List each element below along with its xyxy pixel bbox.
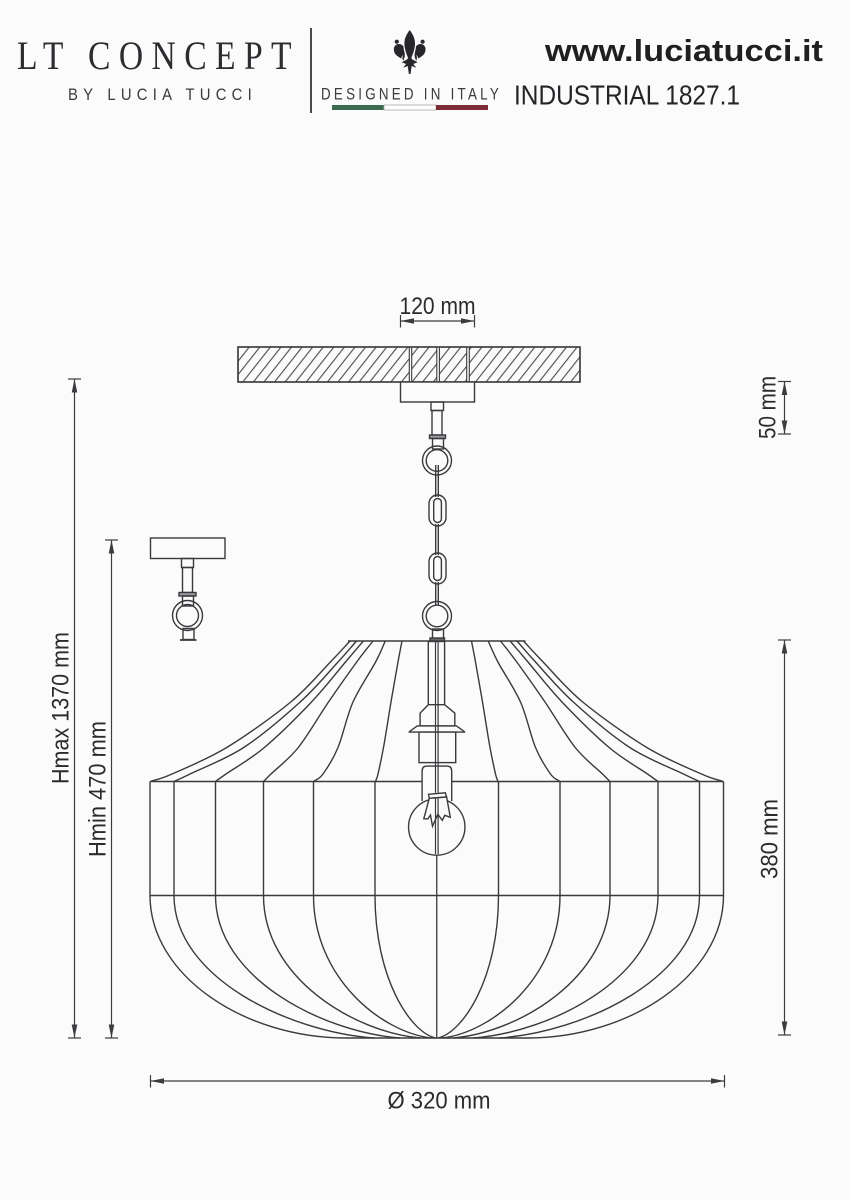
svg-text:380 mm: 380 mm bbox=[757, 799, 784, 879]
svg-text:Hmax 1370 mm: Hmax 1370 mm bbox=[48, 632, 75, 784]
svg-text:Hmin 470 mm: Hmin 470 mm bbox=[85, 721, 112, 857]
svg-text:120 mm: 120 mm bbox=[400, 293, 476, 320]
svg-text:Ø 320 mm: Ø 320 mm bbox=[388, 1088, 491, 1115]
svg-text:INDUSTRIAL 1827.1: INDUSTRIAL 1827.1 bbox=[514, 80, 740, 111]
svg-text:LT CONCEPT: LT CONCEPT bbox=[17, 33, 300, 78]
svg-text:50 mm: 50 mm bbox=[755, 376, 782, 439]
svg-text:BY LUCIA TUCCI: BY LUCIA TUCCI bbox=[68, 85, 257, 104]
svg-text:www.luciatucci.it: www.luciatucci.it bbox=[544, 33, 823, 68]
svg-text:DESIGNED IN ITALY: DESIGNED IN ITALY bbox=[321, 86, 502, 104]
